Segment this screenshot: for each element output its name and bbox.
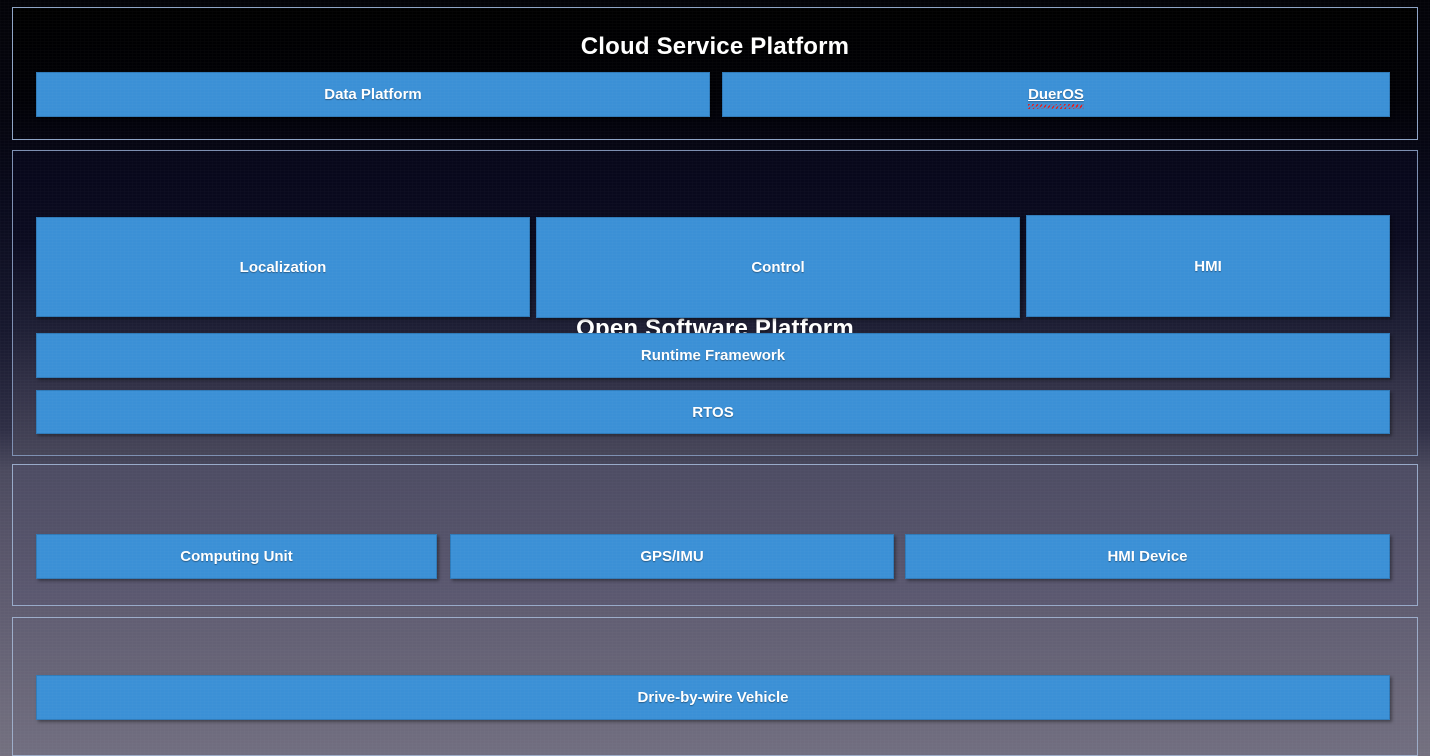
box-label-localization: Localization [239, 258, 327, 276]
box-localization[interactable]: Localization [36, 217, 530, 317]
box-data-platform[interactable]: Data Platform [36, 72, 710, 117]
box-runtime-framework[interactable]: Runtime Framework [36, 333, 1390, 378]
box-label-data-platform: Data Platform [324, 86, 422, 103]
box-dueros[interactable]: DuerOS [722, 72, 1390, 117]
box-label-control: Control [751, 259, 805, 276]
box-label-runtime-framework: Runtime Framework [640, 347, 786, 364]
box-label-dueros: DuerOS [1028, 86, 1084, 109]
box-hmi-device[interactable]: HMI Device [905, 534, 1390, 579]
layer-title-cloud-service-platform: Cloud Service Platform [580, 33, 850, 60]
box-label-computing-unit: Computing Unit [180, 548, 293, 565]
box-label-drive-by-wire-vehicle: Drive-by-wire Vehicle [637, 689, 789, 706]
box-label-rtos: RTOS [692, 403, 734, 421]
box-control[interactable]: Control [536, 217, 1020, 318]
dueros-text: DuerOS [1028, 86, 1084, 103]
box-label-hmi-device: HMI Device [1107, 548, 1188, 565]
spellcheck-squiggle-icon [1028, 97, 1084, 109]
box-rtos[interactable]: RTOS [36, 390, 1390, 434]
box-gps-imu[interactable]: GPS/IMU [450, 534, 894, 579]
box-label-hmi: HMI [1194, 257, 1222, 275]
box-drive-by-wire-vehicle[interactable]: Drive-by-wire Vehicle [36, 675, 1390, 720]
box-computing-unit[interactable]: Computing Unit [36, 534, 437, 579]
box-hmi[interactable]: HMI [1026, 215, 1390, 317]
box-label-gps-imu: GPS/IMU [640, 548, 704, 565]
